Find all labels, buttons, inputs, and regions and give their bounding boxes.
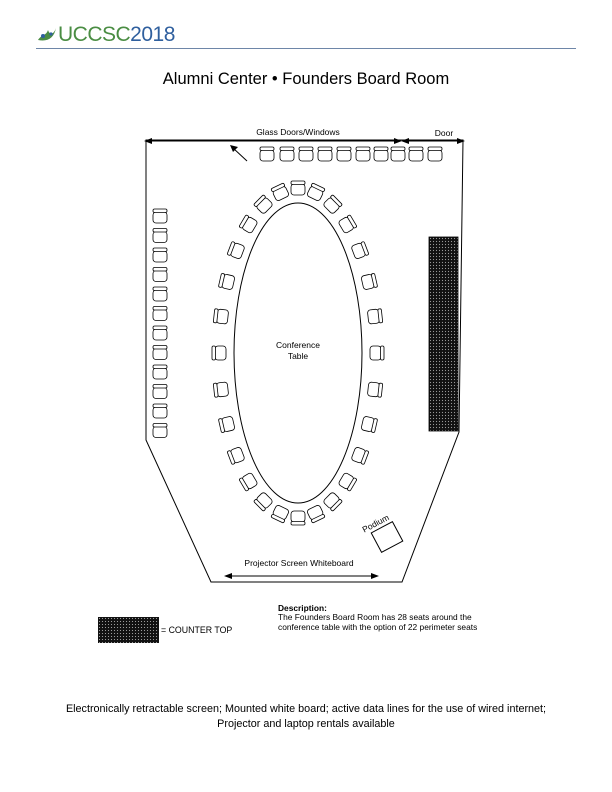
perimeter-chair-left-7 — [152, 325, 168, 341]
perimeter-chair-top-1 — [259, 146, 275, 162]
perimeter-chair-left-6 — [152, 306, 168, 321]
screen-whiteboard-label: Projector Screen Whiteboard — [244, 558, 353, 568]
door-arrow-left — [401, 138, 409, 144]
table-chair-17 — [253, 492, 273, 512]
entry-arrow-head — [230, 145, 238, 152]
table-chair-5 — [351, 241, 369, 259]
perimeter-chair-left-11 — [152, 403, 168, 419]
logo-text-year: 2018 — [130, 23, 175, 46]
table-chair-24 — [218, 273, 235, 290]
perimeter-chair-left-4 — [152, 267, 168, 282]
header-rule — [36, 48, 576, 49]
perimeter-chair-left-2 — [152, 228, 168, 243]
perimeter-chair-left-9 — [152, 364, 168, 380]
glass-arrow-left — [144, 138, 152, 144]
footer-line-1: Electronically retractable screen; Mount… — [65, 703, 547, 715]
counter-top — [428, 236, 459, 432]
room-floor-plan: Glass Doors/Windows Door Conference Tabl… — [144, 127, 465, 583]
perimeter-chair-top-9 — [408, 146, 424, 162]
entry-arrow — [232, 147, 248, 162]
table-chair-22 — [211, 345, 227, 361]
table-chair-1 — [290, 180, 306, 196]
page-title: Alumni Center • Founders Board Room — [162, 70, 450, 88]
footer-line-2: Projector and laptop rentals available — [217, 718, 395, 730]
room-outline — [145, 139, 464, 583]
table-chair-13 — [323, 492, 343, 512]
table-chair-23 — [213, 308, 229, 325]
table-chair-18 — [239, 472, 258, 492]
perimeter-chair-top-7 — [373, 146, 389, 162]
table-chair-28 — [270, 182, 289, 201]
table-chair-27 — [253, 194, 273, 214]
glass-arrow-right — [394, 138, 402, 144]
logo-text: UCCSC2018 — [58, 22, 175, 48]
chairs — [152, 146, 443, 526]
table-chair-19 — [227, 447, 245, 465]
table-chair-21 — [213, 381, 229, 398]
table-chair-4 — [338, 214, 357, 234]
screen-arrow-right — [371, 573, 379, 579]
perimeter-chair-left-3 — [152, 247, 168, 263]
legend-counter-swatch — [98, 617, 159, 643]
table-chair-2 — [307, 182, 326, 201]
description-text: The Founders Board Room has 28 seats aro… — [278, 612, 478, 632]
table-chair-9 — [367, 381, 383, 398]
screen-arrow-left — [224, 573, 232, 579]
perimeter-chair-top-5 — [336, 146, 352, 162]
table-chair-26 — [239, 214, 258, 234]
perimeter-chair-top-2 — [279, 146, 295, 162]
table-chair-10 — [361, 416, 378, 433]
perimeter-chair-left-5 — [152, 286, 168, 302]
perimeter-chair-left-12 — [152, 423, 168, 438]
table-chair-6 — [361, 273, 378, 290]
legend-label: = COUNTER TOP — [161, 625, 233, 635]
leaf-logo-icon — [38, 28, 56, 41]
footer: Electronically retractable screen; Mount… — [0, 702, 612, 732]
table-chair-20 — [218, 416, 235, 433]
perimeter-chair-top-6 — [355, 146, 371, 162]
table-chair-11 — [351, 447, 369, 465]
table-chair-16 — [270, 505, 289, 524]
table-chair-7 — [367, 308, 383, 325]
perimeter-chair-top-3 — [298, 146, 314, 162]
table-chair-25 — [227, 241, 245, 259]
description: Description: The Founders Board Room has… — [278, 603, 508, 632]
logo-text-uccsc: UCCSC — [58, 23, 131, 46]
conference-table — [233, 202, 363, 504]
table-label-table: Table — [288, 351, 309, 361]
perimeter-chair-left-10 — [152, 384, 168, 399]
glass-doors-label: Glass Doors/Windows — [256, 127, 340, 137]
uccsc-logo: UCCSC2018 — [36, 22, 175, 48]
perimeter-chair-top-10 — [427, 146, 443, 162]
perimeter-chair-top-8 — [390, 146, 406, 162]
table-chair-3 — [323, 194, 343, 214]
legend: = COUNTER TOP — [98, 617, 232, 643]
table-label-conference: Conference — [276, 340, 320, 350]
perimeter-chair-left-1 — [152, 208, 168, 224]
podium — [370, 520, 404, 554]
door-label: Door — [435, 128, 454, 138]
perimeter-chair-top-4 — [317, 146, 333, 162]
door-arrow-right — [457, 138, 465, 144]
table-chair-14 — [307, 505, 326, 524]
table-chair-8 — [369, 345, 385, 361]
perimeter-chair-left-8 — [152, 345, 168, 360]
table-chair-15 — [290, 510, 306, 526]
description-title: Description: — [278, 603, 327, 613]
table-chair-12 — [338, 472, 357, 492]
